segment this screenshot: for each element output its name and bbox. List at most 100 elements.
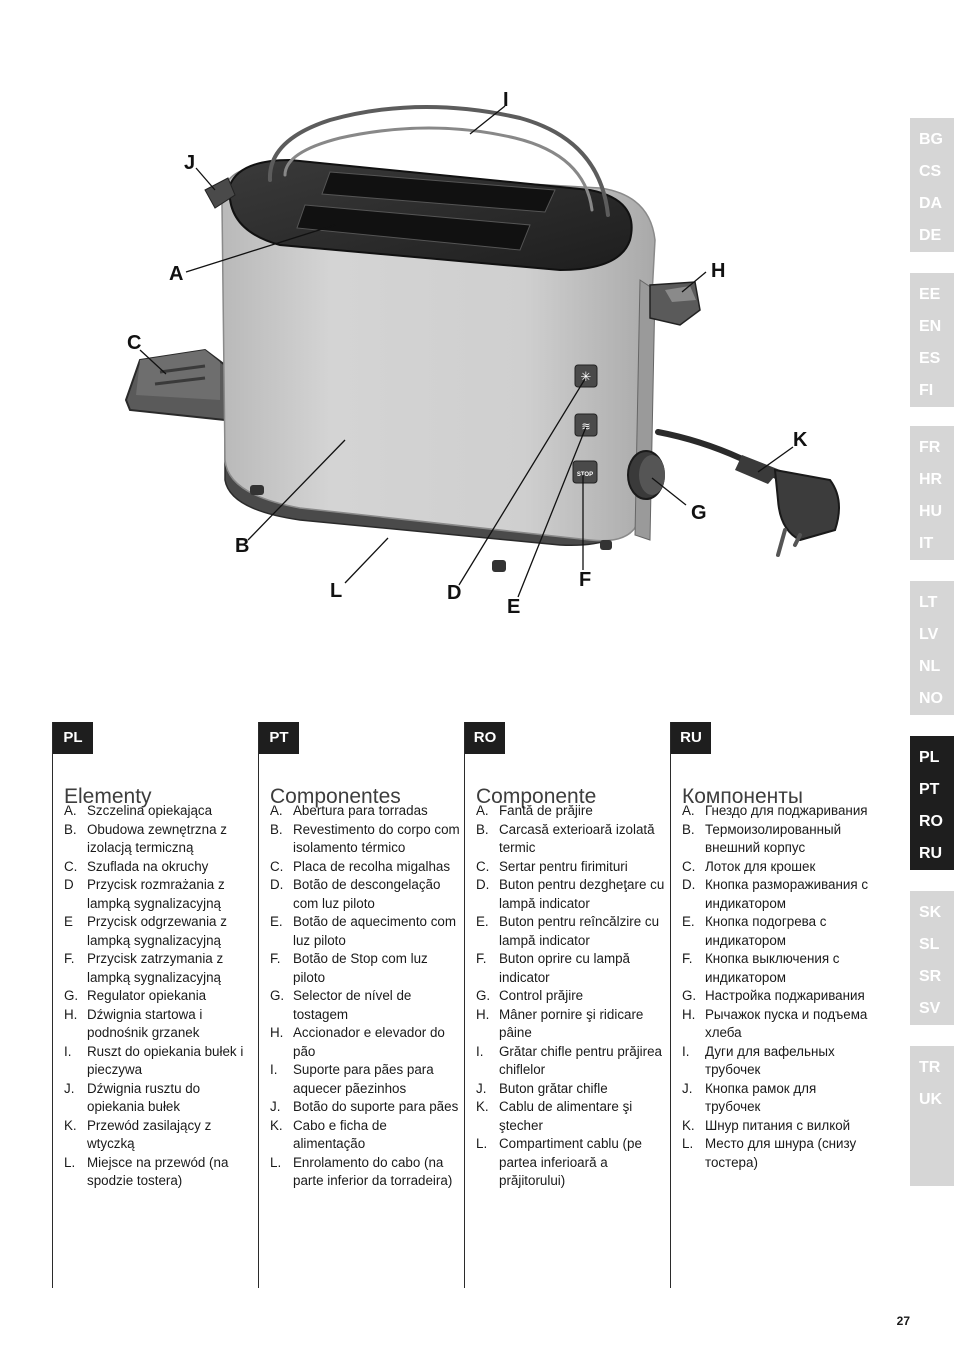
part-letter: C.: [64, 858, 78, 874]
part-description: Cablu de alimentare şi ştecher: [499, 1099, 633, 1133]
part-list-item: F.Buton oprire cu lampă indicator: [476, 950, 666, 987]
part-list-item: J.Botão do suporte para pães: [270, 1098, 460, 1117]
language-tab-tr[interactable]: TR: [919, 1059, 941, 1076]
callout-label: B: [235, 535, 250, 557]
part-list-item: I.Grătar chifle pentru prăjirea chiflelo…: [476, 1043, 666, 1080]
language-tab-sr[interactable]: SR: [919, 968, 942, 985]
language-group-3: FR HR HU IT: [910, 426, 954, 560]
language-badge: RO: [465, 722, 505, 754]
language-tab-es[interactable]: ES: [919, 350, 941, 367]
language-tab-ee[interactable]: EE: [919, 286, 941, 303]
part-letter: B.: [270, 821, 283, 837]
language-tab-it[interactable]: IT: [919, 535, 934, 552]
language-tab-uk[interactable]: UK: [919, 1091, 943, 1108]
part-list-item: K.Шнур питания с вилкой: [682, 1117, 872, 1136]
part-list-item: A.Fantă de prăjire: [476, 802, 666, 821]
part-list-item: I.Дуги для вафельных трубочек: [682, 1043, 872, 1080]
callout-label: D: [447, 582, 462, 604]
part-list-item: H.Рычажок пуска и подъема хлеба: [682, 1006, 872, 1043]
part-letter: B.: [682, 821, 695, 837]
part-letter: L.: [270, 1154, 282, 1170]
language-tab-lt[interactable]: LT: [919, 594, 938, 611]
control-buttons-drawing: ✳ ≋ STOP: [572, 364, 598, 484]
toaster-drawing: ✳ ≋ STOP: [124, 105, 840, 598]
svg-text:✳: ✳: [581, 370, 592, 385]
part-list-item: H.Accionador e elevador do pão: [270, 1024, 460, 1061]
part-list-item: L.Miejsce na przewód (na spodzie tostera…: [64, 1154, 254, 1191]
part-list-item: L.Enrolamento do cabo (na parte inferior…: [270, 1154, 460, 1191]
callout-label: I: [503, 89, 509, 111]
part-description: Botão de Stop com luz piloto: [293, 951, 428, 985]
callout-label: C: [127, 332, 142, 354]
part-description: Buton pentru dezgheţare cu lampă indicat…: [499, 877, 665, 911]
language-tab-sl[interactable]: SL: [919, 936, 940, 953]
language-tab-hr[interactable]: HR: [919, 471, 943, 488]
language-tab-da[interactable]: DA: [919, 195, 943, 212]
part-list-item: I.Ruszt do opiekania bułek i pieczywa: [64, 1043, 254, 1080]
part-letter: G.: [270, 988, 285, 1003]
part-letter: A.: [64, 803, 77, 818]
part-description: Гнездо для поджаривания: [705, 803, 868, 818]
language-tab-ro[interactable]: RO: [919, 813, 943, 830]
language-group-2: EE EN ES FI: [910, 273, 954, 407]
part-list-item: E. Botão de aquecimento com luz piloto: [270, 913, 460, 950]
part-letter: E.: [270, 914, 283, 929]
part-letter: B.: [64, 821, 77, 837]
part-list-item: A.Szczelina opiekająca: [64, 802, 254, 821]
language-tab-nl[interactable]: NL: [919, 658, 941, 675]
language-group-5-active: PL PT RO RU: [910, 736, 954, 870]
part-list-item: B. Термоизолированный внешний корпус: [682, 821, 872, 858]
language-tab-fr[interactable]: FR: [919, 439, 941, 456]
language-tab-hu[interactable]: HU: [919, 503, 943, 520]
callout-label: H: [711, 260, 726, 282]
part-description: Buton grătar chifle: [499, 1080, 608, 1096]
toaster-illustration: ✳ ≋ STOP: [0, 0, 900, 690]
part-letter: F.: [476, 951, 487, 966]
part-description: Accionador e elevador do pão: [293, 1025, 445, 1059]
stop-button-label: STOP: [577, 472, 593, 478]
callout-label: G: [691, 502, 707, 524]
language-tab-lv[interactable]: LV: [919, 626, 939, 643]
part-list-item: K.Cabo e ficha de alimentação: [270, 1117, 460, 1154]
language-tab-fi[interactable]: FI: [919, 382, 934, 399]
part-description: Szuflada na okruchy: [87, 858, 209, 874]
language-tab-sv[interactable]: SV: [919, 1000, 941, 1017]
part-description: Кнопка рамок для трубочек: [705, 1080, 817, 1115]
language-tab-no[interactable]: NO: [919, 690, 943, 707]
part-letter: C.: [270, 858, 284, 874]
language-tab-ru[interactable]: RU: [919, 845, 943, 862]
part-description: Compartiment cablu (pe partea inferioară…: [499, 1136, 642, 1188]
part-letter: E.: [682, 914, 695, 929]
part-description: Botão de descongelação com luz piloto: [293, 877, 441, 911]
language-tab-en[interactable]: EN: [919, 318, 942, 335]
part-letter: D: [64, 877, 74, 892]
language-group-6: SK SL SR SV: [910, 891, 954, 1025]
browning-dial-drawing: [627, 450, 665, 500]
part-description: Miejsce na przewód (na spodzie tostera): [87, 1154, 229, 1189]
part-list-item: K.Przewód zasilający z wtyczką: [64, 1117, 254, 1154]
part-description: Botão de aquecimento com luz piloto: [293, 914, 457, 948]
part-letter: H.: [682, 1006, 696, 1022]
part-list-item: B.Carcasă exterioară izolată termic: [476, 821, 666, 858]
part-list-item: C.Placa de recolha migalhas: [270, 858, 460, 877]
part-letter: C.: [476, 858, 490, 874]
part-list-item: E.Кнопка подогрева с индикатором: [682, 913, 872, 950]
part-list-item: C.Sertar pentru firimituri: [476, 858, 666, 877]
language-tab-de[interactable]: DE: [919, 227, 942, 244]
language-tab-pl[interactable]: PL: [919, 749, 940, 766]
language-tab-pt[interactable]: PT: [919, 781, 940, 798]
section-title: Elementy: [64, 785, 152, 809]
part-description: Термоизолированный внешний корпус: [705, 821, 842, 856]
part-letter: L.: [682, 1136, 694, 1151]
part-letter: K.: [64, 1117, 77, 1133]
language-group-7: TR UK: [910, 1046, 954, 1186]
part-letter: H.: [64, 1006, 78, 1022]
language-tab-sk[interactable]: SK: [919, 904, 942, 921]
part-letter: I.: [682, 1043, 690, 1059]
part-letter: A.: [476, 803, 489, 818]
part-letter: K.: [682, 1117, 695, 1133]
part-description: Selector de nível de tostagem: [293, 988, 412, 1022]
language-tab-bg[interactable]: BG: [919, 131, 943, 148]
language-tab-cs[interactable]: CS: [919, 163, 942, 180]
